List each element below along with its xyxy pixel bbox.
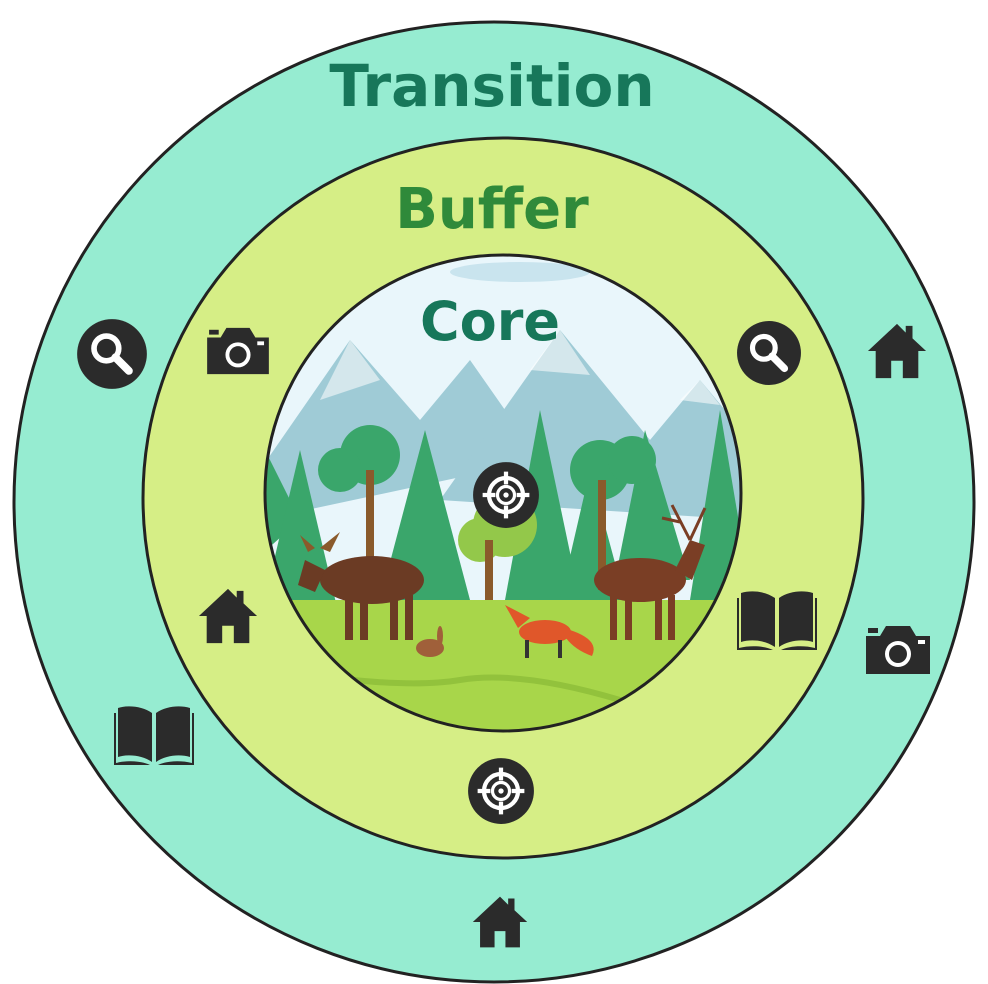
magnifier-icon xyxy=(77,319,147,389)
moose xyxy=(298,532,424,640)
magnifier-icon xyxy=(737,321,801,385)
deer xyxy=(594,504,707,640)
cloud xyxy=(450,262,590,282)
core-outline xyxy=(263,253,743,733)
target-icon xyxy=(468,758,534,824)
buffer-label: Buffer xyxy=(395,177,589,242)
core-label: Core xyxy=(420,290,560,353)
rabbit xyxy=(416,626,444,657)
fox xyxy=(505,605,594,658)
target-icon xyxy=(473,462,539,528)
transition-label: Transition xyxy=(329,52,654,120)
